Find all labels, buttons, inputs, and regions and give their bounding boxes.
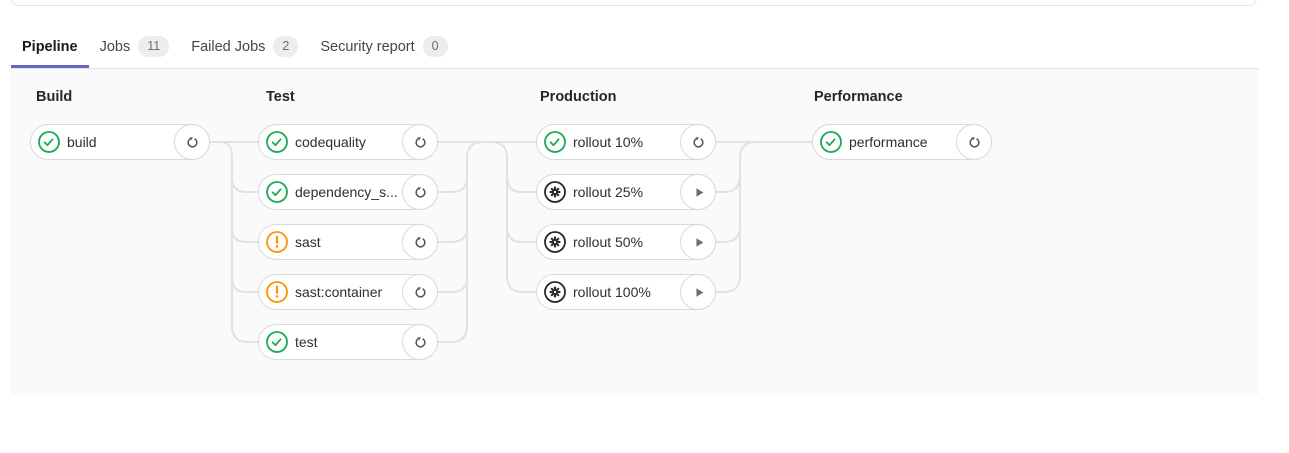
check-circle-icon <box>820 131 842 153</box>
retry-button[interactable] <box>402 174 438 210</box>
job-name: sast <box>295 234 321 250</box>
tab-security-report[interactable]: Security report 0 <box>309 25 458 68</box>
job-rollout-50[interactable]: rollout 50% <box>536 224 716 260</box>
job-name: rollout 50% <box>573 234 644 250</box>
gear-circle-icon <box>544 231 566 253</box>
warning-circle-icon <box>266 281 288 303</box>
retry-icon <box>414 336 426 348</box>
retry-icon <box>414 286 426 298</box>
retry-icon <box>968 136 980 148</box>
retry-icon <box>414 136 426 148</box>
job-name: test <box>295 334 318 350</box>
play-button[interactable] <box>680 224 716 260</box>
pipeline-connector-lines <box>210 141 812 343</box>
stage-title-production: Production <box>540 89 617 105</box>
security-report-count-badge: 0 <box>422 36 448 57</box>
job-name: sast:container <box>295 284 383 300</box>
retry-button[interactable] <box>174 124 210 160</box>
check-circle-icon <box>266 131 288 153</box>
job-name: codequality <box>295 134 366 150</box>
gear-circle-icon <box>544 181 566 203</box>
job-name: build <box>67 134 97 150</box>
tab-jobs[interactable]: Jobs 11 <box>89 25 181 68</box>
job-name: rollout 10% <box>573 134 644 150</box>
tab-security-report-label: Security report <box>320 38 415 55</box>
job-rollout-100[interactable]: rollout 100% <box>536 274 716 310</box>
check-circle-icon <box>38 131 60 153</box>
retry-button[interactable] <box>680 124 716 160</box>
check-circle-icon <box>544 131 566 153</box>
tab-failed-jobs[interactable]: Failed Jobs 2 <box>180 25 309 68</box>
stage-title-test: Test <box>266 89 295 105</box>
retry-button[interactable] <box>402 224 438 260</box>
stage-title-build: Build <box>36 89 73 105</box>
retry-icon <box>692 136 704 148</box>
job-dependency-scanning[interactable]: dependency_s... <box>258 174 438 210</box>
tab-jobs-label: Jobs <box>99 38 131 55</box>
play-button[interactable] <box>680 174 716 210</box>
tab-pipeline[interactable]: Pipeline <box>11 25 89 68</box>
job-rollout-25[interactable]: rollout 25% <box>536 174 716 210</box>
retry-icon <box>414 186 426 198</box>
gear-circle-icon <box>544 281 566 303</box>
tab-failed-jobs-label: Failed Jobs <box>191 38 266 55</box>
retry-icon <box>186 136 198 148</box>
job-codequality[interactable]: codequality <box>258 124 438 160</box>
play-icon <box>695 237 703 247</box>
retry-button[interactable] <box>402 274 438 310</box>
warning-circle-icon <box>266 231 288 253</box>
play-icon <box>695 187 703 197</box>
play-icon <box>695 287 703 297</box>
job-name: dependency_s... <box>295 184 398 200</box>
retry-button[interactable] <box>402 124 438 160</box>
pipeline-tab-bar: Pipeline Jobs 11 Failed Jobs 2 Security … <box>11 25 459 68</box>
failed-jobs-count-badge: 2 <box>273 36 299 57</box>
job-sast-container[interactable]: sast:container <box>258 274 438 310</box>
tab-pipeline-label: Pipeline <box>22 38 78 55</box>
check-circle-icon <box>266 181 288 203</box>
job-name: performance <box>849 134 928 150</box>
job-test[interactable]: test <box>258 324 438 360</box>
stage-title-performance: Performance <box>814 89 903 105</box>
job-sast[interactable]: sast <box>258 224 438 260</box>
job-rollout-10[interactable]: rollout 10% <box>536 124 716 160</box>
jobs-count-badge: 11 <box>138 36 170 57</box>
check-circle-icon <box>266 331 288 353</box>
retry-button[interactable] <box>402 324 438 360</box>
job-build[interactable]: build <box>30 124 210 160</box>
job-performance[interactable]: performance <box>812 124 992 160</box>
play-button[interactable] <box>680 274 716 310</box>
job-name: rollout 25% <box>573 184 644 200</box>
header-card-bottom-edge <box>11 0 1257 6</box>
retry-button[interactable] <box>956 124 992 160</box>
retry-icon <box>414 236 426 248</box>
job-name: rollout 100% <box>573 284 651 300</box>
pipeline-graph: Build Test Production Performance build … <box>11 68 1259 395</box>
